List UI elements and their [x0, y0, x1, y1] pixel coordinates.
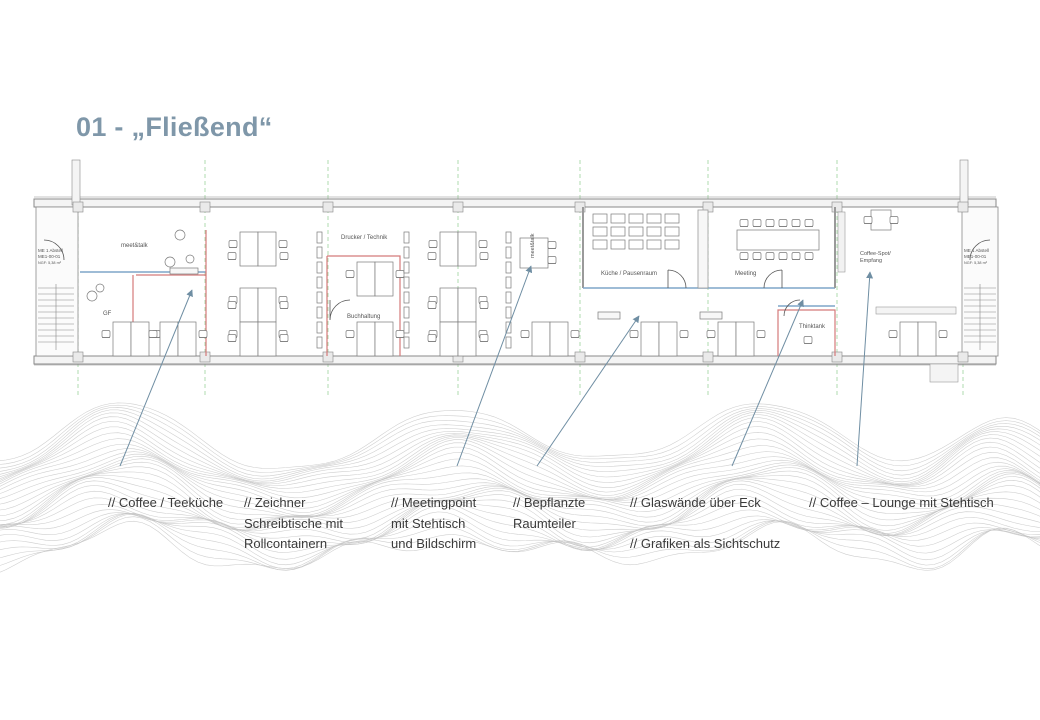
- label-stair-left-3: NGF: 5,38 m²: [38, 261, 62, 265]
- leader-line-meetingpoint: [456, 265, 533, 467]
- caption-coffee-teekueche: // Coffee / Teeküche: [108, 495, 224, 510]
- label-drucker-technik: Drucker / Technik: [341, 235, 388, 241]
- label-stair-left-1: ME 1 Abstell: [38, 248, 63, 253]
- stair-cores: [38, 284, 996, 350]
- label-stair-right-1: ME 1 Abstell: [964, 248, 989, 253]
- door-swings: [43, 239, 991, 321]
- label-thinktank: Thinktank: [799, 324, 826, 330]
- label-meeting: Meeting: [735, 271, 756, 277]
- label-kueche-pausenraum: Küche / Pausenraum: [601, 271, 657, 277]
- inner-walls: [80, 207, 959, 383]
- leader-line-glaswaende: [731, 299, 804, 467]
- label-coffee-spot: Coffee-Spot/: [860, 251, 891, 257]
- leader-line-coffee-lounge: [856, 271, 874, 467]
- room-labels: meet&talk GF Drucker / Technik Buchhaltu…: [38, 233, 989, 330]
- caption-glaswaende-grafiken: // Glaswände über Eck // Grafiken als Si…: [630, 495, 781, 551]
- leader-lines: [119, 265, 874, 467]
- label-buchhaltung: Buchhaltung: [347, 314, 380, 320]
- label-gf: GF: [103, 311, 112, 317]
- label-stair-right-2: ME1-00-01: [964, 254, 987, 259]
- furniture: [86, 209, 948, 357]
- leader-line-coffee-teekueche: [119, 289, 193, 467]
- label-empfang: Empfang: [860, 258, 882, 264]
- caption-zeichner-schreibtische: // Zeichner Schreibtische mit Rollcontai…: [244, 495, 343, 551]
- caption-bepflanzte-raumteiler: // Bepflanzte Raumteiler: [513, 495, 586, 531]
- label-meet-talk-2: meet&talk: [530, 233, 536, 258]
- terrain-wave-pattern: [0, 402, 1040, 573]
- slide-title: 01 - „Fließend“: [76, 112, 273, 142]
- caption-meetingpoint: // Meetingpoint mit Stehtisch und Bildsc…: [391, 495, 477, 551]
- leader-line-raumteiler: [536, 315, 640, 467]
- caption-coffee-lounge: // Coffee – Lounge mit Stehtisch: [809, 495, 994, 510]
- label-stair-left-2: ME1-00-01: [38, 254, 61, 259]
- floor-plan: meet&talk GF Drucker / Technik Buchhaltu…: [33, 159, 999, 395]
- label-stair-right-3: NGF: 5,38 m²: [964, 261, 988, 265]
- label-meet-talk: meet&talk: [121, 243, 149, 249]
- outer-walls: [33, 159, 999, 366]
- columns: [72, 201, 969, 363]
